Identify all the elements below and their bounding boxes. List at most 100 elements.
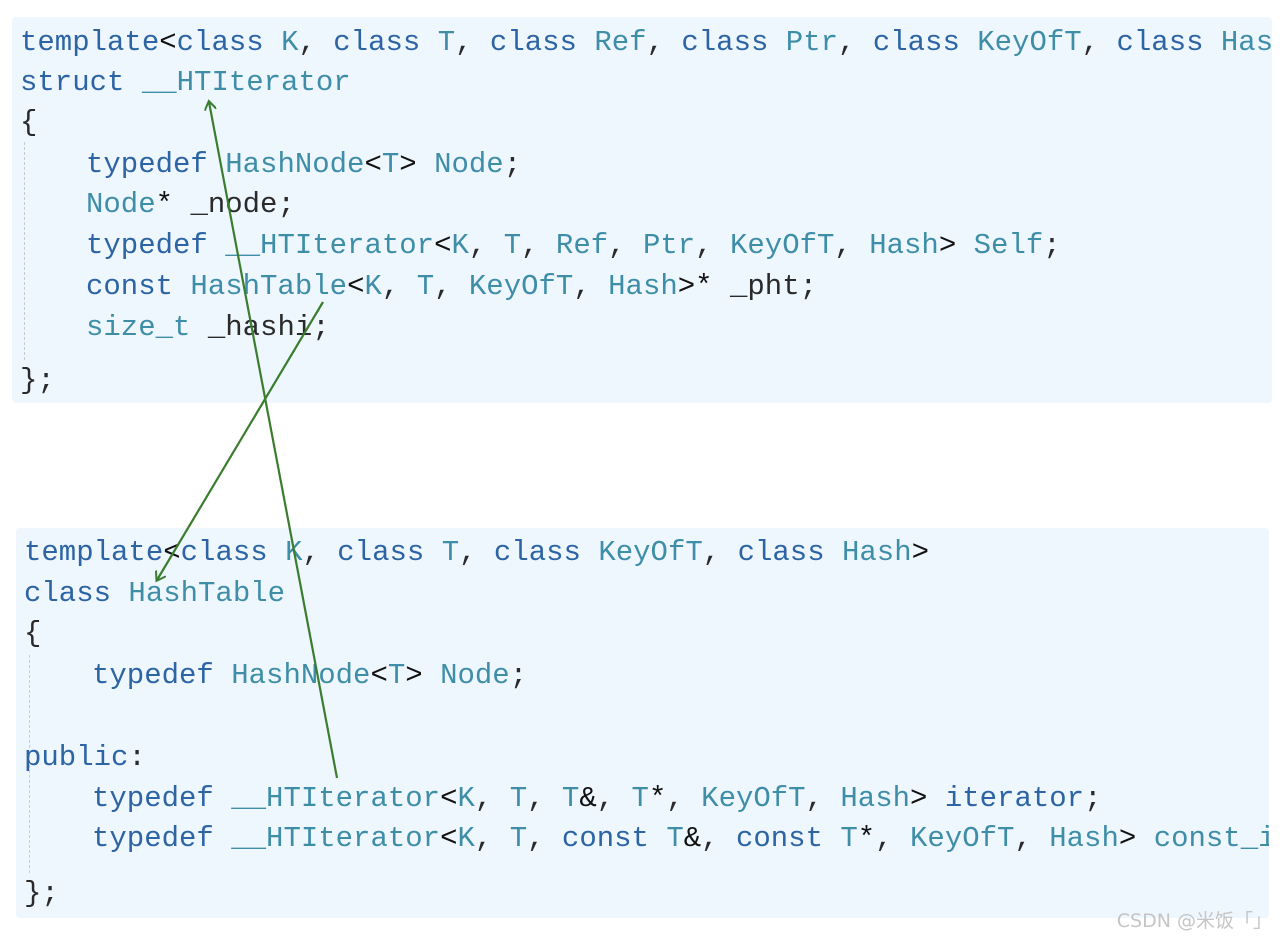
- code-token: KeyOfT: [598, 536, 703, 569]
- code-line: struct __HTIterator: [20, 63, 351, 103]
- code-token: ,: [527, 782, 562, 815]
- code-token: Self: [973, 229, 1044, 262]
- code-token: class: [180, 536, 286, 569]
- code-token: class: [737, 536, 842, 569]
- code-token: ,: [805, 782, 841, 815]
- code-line: size_t _hashi;: [86, 308, 330, 348]
- code-token: __HTIterator: [231, 822, 441, 855]
- code-token: typedef: [92, 822, 232, 855]
- code-token: ,: [834, 229, 870, 262]
- code-token: ,: [455, 26, 490, 59]
- code-token: Hash: [608, 270, 678, 303]
- code-line: public:: [24, 738, 146, 778]
- code-token: Ptr: [642, 229, 696, 262]
- code-token: Hash: [1049, 822, 1119, 855]
- code-token: Node: [86, 188, 156, 221]
- code-token: __HTIterator: [231, 782, 441, 815]
- code-token: class: [1116, 26, 1221, 59]
- code-token: ,: [468, 229, 504, 262]
- code-token: T: [387, 659, 406, 692]
- csdn-watermark: CSDN @米饭「」: [1116, 910, 1272, 932]
- code-token: ,: [646, 26, 682, 59]
- code-token: T: [561, 782, 580, 815]
- code-token: ,: [474, 822, 510, 855]
- code-token: K: [451, 229, 469, 262]
- code-token: *: [155, 188, 191, 221]
- code-token: T: [381, 148, 400, 181]
- code-line: typedef __HTIterator<K, T, Ref, Ptr, Key…: [86, 226, 1061, 266]
- code-token: ,: [434, 270, 469, 303]
- code-block-htiterator: template<class K, class T, class Ref, cl…: [12, 17, 1272, 403]
- code-token: &: [683, 822, 702, 855]
- code-token: T: [503, 229, 522, 262]
- code-token: ,: [666, 782, 702, 815]
- code-token: typedef: [92, 782, 232, 815]
- code-token: Hash: [869, 229, 939, 262]
- code-line: Node* _node;: [86, 185, 295, 225]
- code-token: class: [176, 26, 282, 59]
- code-token: const: [86, 270, 191, 303]
- code-token: KeyOfT: [977, 26, 1082, 59]
- code-token: __HTIterator: [225, 229, 435, 262]
- code-token: {: [20, 106, 38, 139]
- code-token: >: [1118, 822, 1154, 855]
- code-token: _hashi;: [207, 311, 330, 344]
- code-token: ,: [702, 536, 738, 569]
- code-line: const HashTable<K, T, KeyOfT, Hash>* _ph…: [86, 267, 817, 307]
- code-token: typedef: [86, 148, 226, 181]
- code-token: ,: [527, 822, 562, 855]
- code-token: Node: [440, 659, 510, 692]
- code-token: template: [24, 536, 164, 569]
- code-token: ,: [459, 536, 494, 569]
- code-token: KeyOfT: [701, 782, 806, 815]
- code-token: <: [440, 822, 458, 855]
- code-token: {: [24, 617, 42, 650]
- code-token: typedef: [86, 229, 226, 262]
- code-token: ,: [838, 26, 873, 59]
- code-token: <: [159, 26, 177, 59]
- code-line: {: [20, 103, 37, 143]
- code-token: Node: [434, 148, 504, 181]
- code-token: class: [24, 577, 129, 610]
- indent-guide: [29, 655, 30, 873]
- indent-guide: [24, 142, 25, 360]
- code-token: class: [337, 536, 442, 569]
- code-token: const: [735, 822, 841, 855]
- code-token: class: [872, 26, 978, 59]
- code-token: ,: [701, 822, 736, 855]
- code-token: <: [364, 148, 382, 181]
- code-token: ,: [608, 229, 643, 262]
- code-token: >: [911, 536, 930, 569]
- code-token: T: [631, 782, 649, 815]
- code-block-hashtable: template<class K, class T, class KeyOfT,…: [16, 528, 1269, 918]
- code-token: K: [457, 782, 475, 815]
- code-token: ,: [302, 536, 338, 569]
- code-token: T: [666, 822, 684, 855]
- code-token: class: [493, 536, 599, 569]
- code-token: ,: [695, 229, 730, 262]
- code-token: ;: [1084, 782, 1102, 815]
- code-token: <: [347, 270, 365, 303]
- code-token: ,: [521, 229, 556, 262]
- code-token: template: [20, 26, 160, 59]
- code-token: Ref: [555, 229, 609, 262]
- code-token: >: [405, 659, 441, 692]
- code-token: >*: [677, 270, 730, 303]
- code-token: _pht;: [729, 270, 817, 303]
- code-line: };: [24, 874, 59, 914]
- code-token: ,: [1081, 26, 1117, 59]
- code-line: typedef HashNode<T> Node;: [86, 145, 521, 185]
- code-token: K: [281, 26, 299, 59]
- code-token: ,: [875, 822, 911, 855]
- code-token: K: [285, 536, 303, 569]
- code-token: Hash: [840, 782, 911, 815]
- code-token: typedef: [92, 659, 232, 692]
- code-line: };: [20, 361, 55, 401]
- code-token: T: [437, 26, 456, 59]
- code-token: Hash: [1220, 26, 1272, 59]
- code-token: <: [163, 536, 181, 569]
- code-token: *: [857, 822, 876, 855]
- code-token: HashNode: [231, 659, 371, 692]
- code-token: K: [364, 270, 382, 303]
- code-token: Ptr: [785, 26, 839, 59]
